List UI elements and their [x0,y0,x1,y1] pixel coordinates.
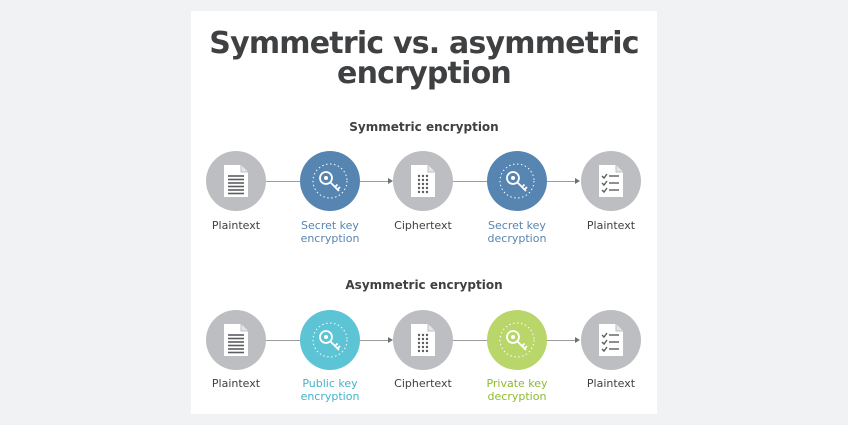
key-icon [312,322,348,358]
connector-line [547,340,576,341]
label-line-2: decryption [487,231,547,245]
asym-private-key-decryption-node [487,310,547,370]
sym-plaintext-node [206,151,266,211]
ciphertext-document-icon [411,324,435,356]
sym-secret-key-decryption-label: Secret key decryption [462,219,572,245]
asym-plaintext-result-label: Plaintext [586,377,636,390]
key-icon [499,322,535,358]
sym-ciphertext-node [393,151,453,211]
asym-public-key-encryption-node [300,310,360,370]
plaintext-document-icon [224,324,248,356]
title-line-2: encryption [337,56,512,91]
label-line-1: Secret key [488,219,546,232]
asym-public-key-encryption-label: Public key encryption [275,377,385,403]
label-line-1: Private key [486,377,548,390]
connector-line [547,181,576,182]
label-line-1: Public key [302,377,358,390]
key-icon [312,163,348,199]
connector-line [453,181,487,182]
arrow-icon [388,337,393,343]
ciphertext-document-icon [411,165,435,197]
sym-plaintext-result-node [581,151,641,211]
sym-secret-key-decryption-node [487,151,547,211]
label-line-2: encryption [300,389,360,403]
plaintext-document-icon [224,165,248,197]
connector-line [266,340,300,341]
sym-plaintext-label: Plaintext [211,219,261,232]
asym-plaintext-node [206,310,266,370]
sym-secret-key-encryption-node [300,151,360,211]
connector-line [360,340,389,341]
checklist-document-icon [599,165,623,197]
sym-plaintext-result-label: Plaintext [586,219,636,232]
sym-ciphertext-label: Ciphertext [394,219,452,232]
symmetric-heading: Symmetric encryption [349,120,499,134]
asym-plaintext-label: Plaintext [211,377,261,390]
label-line-2: decryption [487,389,547,403]
connector-line [360,181,389,182]
checklist-document-icon [599,324,623,356]
asym-plaintext-result-node [581,310,641,370]
asym-private-key-decryption-label: Private key decryption [462,377,572,403]
sym-secret-key-encryption-label: Secret key encryption [275,219,385,245]
arrow-icon [388,178,393,184]
asym-ciphertext-node [393,310,453,370]
connector-line [266,181,300,182]
label-line-2: encryption [300,231,360,245]
title-line-1: Symmetric vs. asymmetric [209,26,639,61]
key-icon [499,163,535,199]
asymmetric-heading: Asymmetric encryption [345,278,503,292]
label-line-1: Secret key [301,219,359,232]
asym-ciphertext-label: Ciphertext [394,377,452,390]
connector-line [453,340,487,341]
arrow-icon [575,178,580,184]
arrow-icon [575,337,580,343]
